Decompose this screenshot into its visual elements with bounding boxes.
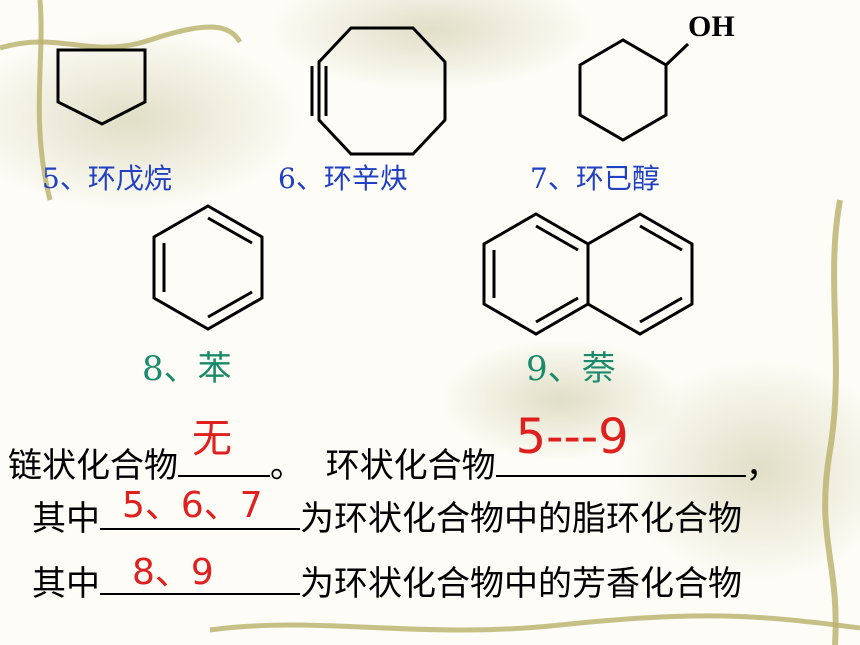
ring-answer: 5---9 — [515, 409, 629, 465]
separator-comma: ， — [745, 446, 780, 486]
chain-answer: 无 — [192, 416, 232, 462]
aromatic-answer-blank: 8、9 — [100, 555, 300, 595]
compound-9-label: 9、萘 — [526, 349, 616, 389]
line-3-prefix: 其中 — [32, 564, 100, 604]
compound-7-label: 7、环已醇 — [530, 162, 660, 195]
aromatic-suffix: 为环状化合物中的芳香化合物 — [300, 564, 742, 604]
compound-8-label: 8、苯 — [142, 349, 232, 389]
compound-6-label: 6、环辛炔 — [278, 162, 408, 195]
chain-answer-blank: 无 — [178, 419, 270, 477]
hydroxyl-label: OH — [688, 10, 735, 43]
classification-line-2: 其中 5、6、7 为环状化合物中的脂环化合物 — [32, 488, 742, 539]
chain-compound-label: 链状化合物 — [8, 446, 178, 486]
line-2-prefix: 其中 — [32, 499, 100, 539]
alicyclic-answer: 5、6、7 — [122, 485, 263, 526]
naphthalene-structure — [480, 210, 700, 340]
separator-period: 。 — [270, 446, 304, 486]
classification-line-3: 其中 8、9 为环状化合物中的芳香化合物 — [32, 555, 742, 604]
ring-answer-blank: 5---9 — [495, 413, 746, 477]
alicyclic-answer-blank: 5、6、7 — [100, 488, 300, 530]
compound-5-label: 5、环戊烷 — [42, 162, 172, 195]
cyclooctyne-structure — [305, 22, 455, 162]
ring-compound-label: 环状化合物 — [325, 446, 496, 486]
alicyclic-suffix: 为环状化合物中的脂环化合物 — [300, 499, 742, 539]
aromatic-answer: 8、9 — [132, 552, 214, 593]
benzene-structure — [148, 200, 268, 335]
cyclopentane-structure — [50, 42, 160, 132]
cyclohexanol-structure — [570, 30, 700, 145]
